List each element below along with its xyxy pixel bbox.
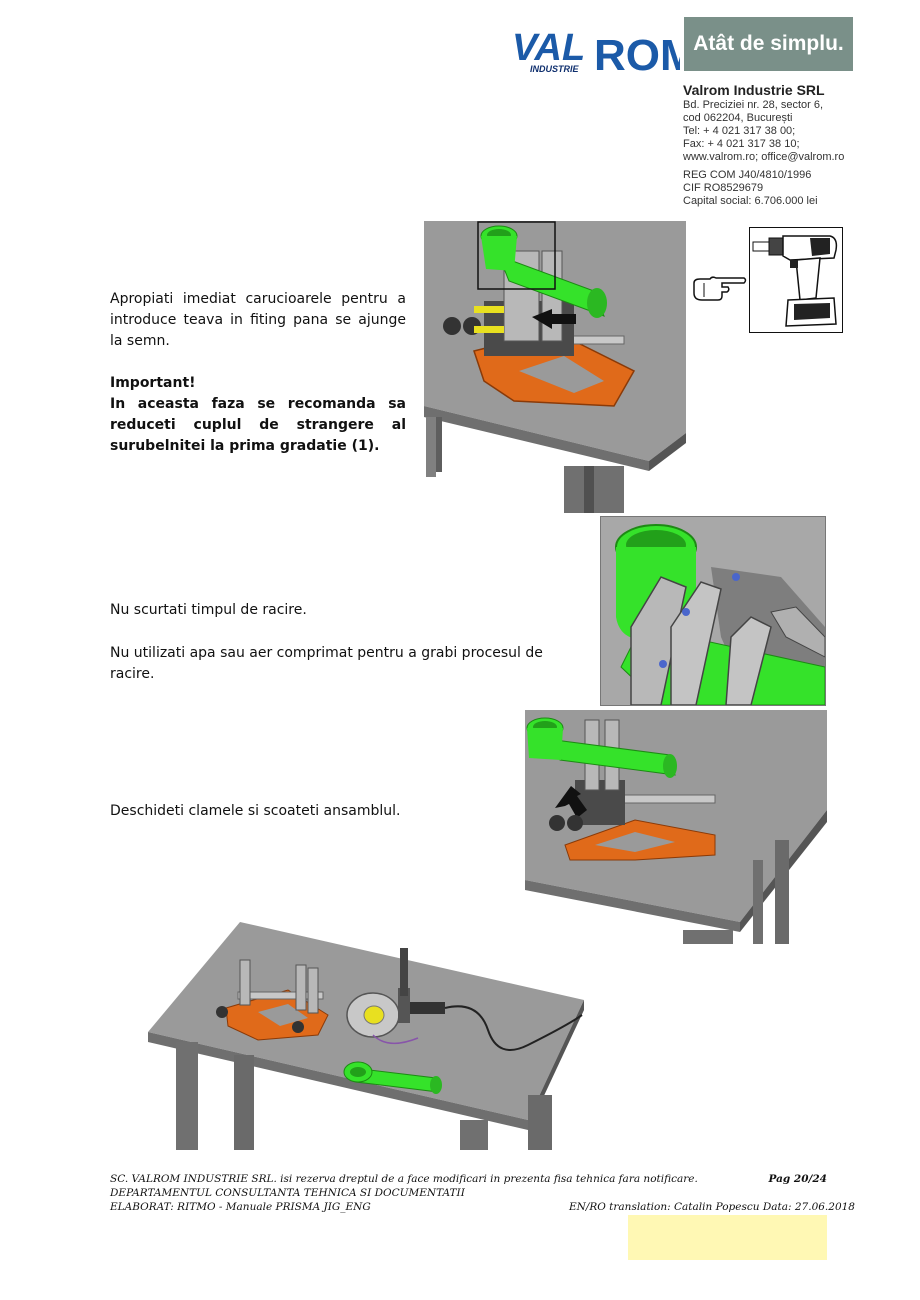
footer-elaborat: ELABORAT: RITMO - Manuale PRISMA JIG_ENG [110,1201,371,1213]
open-clamps-image [525,710,827,944]
disassembled-parts-image [148,920,584,1150]
registry-line: REG COM J40/4810/1996 [683,169,812,181]
address-line: www.valrom.ro; office@valrom.ro [683,151,845,163]
company-name: Valrom Industrie SRL [683,82,825,98]
cordless-drill-icon [749,227,843,333]
highlight-box [628,1215,827,1260]
registry-line: CIF RO8529679 [683,182,764,194]
company-info: Valrom Industrie SRL Bd. Preciziei nr. 2… [683,82,883,208]
tagline-text: Atât de simplu. [693,32,844,55]
page-footer: SC. VALROM INDUSTRIE SRL. isi rezerva dr… [110,1172,855,1214]
remove-assembly-note: Deschideti clamele si scoateti ansamblul… [110,803,401,819]
registry-line: Capital social: 6.706.000 lei [683,195,818,207]
jig-on-table-image [424,221,686,513]
page-number: Pag 20/24 [768,1173,827,1185]
footer-department: DEPARTAMENTUL CONSULTANTA TEHNICA SI DOC… [110,1187,465,1199]
valrom-logo: VAL ROM INDUSTRIE [512,26,697,80]
logo-industrie: INDUSTRIE [530,64,579,74]
address-line: Tel: + 4 021 317 38 00; [683,125,796,137]
address-line: Fax: + 4 021 317 38 10; [683,138,800,150]
cooling-method-note: Nu utilizati apa sau aer comprimat pentr… [110,645,543,682]
footer-translation: EN/RO translation: Catalin Popescu Data:… [568,1201,855,1213]
logo-rom: ROM [594,31,680,74]
footer-disclaimer: SC. VALROM INDUSTRIE SRL. isi rezerva dr… [110,1173,698,1185]
clamp-closeup-image [600,516,826,706]
important-title: Important! [110,375,196,391]
important-text: In aceasta faza se recomanda sa reduceti… [110,396,406,454]
pointing-hand-icon [692,275,748,305]
tagline-badge: Atât de simplu. [684,17,853,71]
address-line: Bd. Preciziei nr. 28, sector 6, [683,99,824,111]
step1-text: Apropiati imediat carucioarele pentru a … [110,291,406,349]
logo-val: VAL [512,27,585,69]
cooling-time-note: Nu scurtati timpul de racire. [110,602,307,618]
address-line: cod 062204, București [683,112,793,124]
